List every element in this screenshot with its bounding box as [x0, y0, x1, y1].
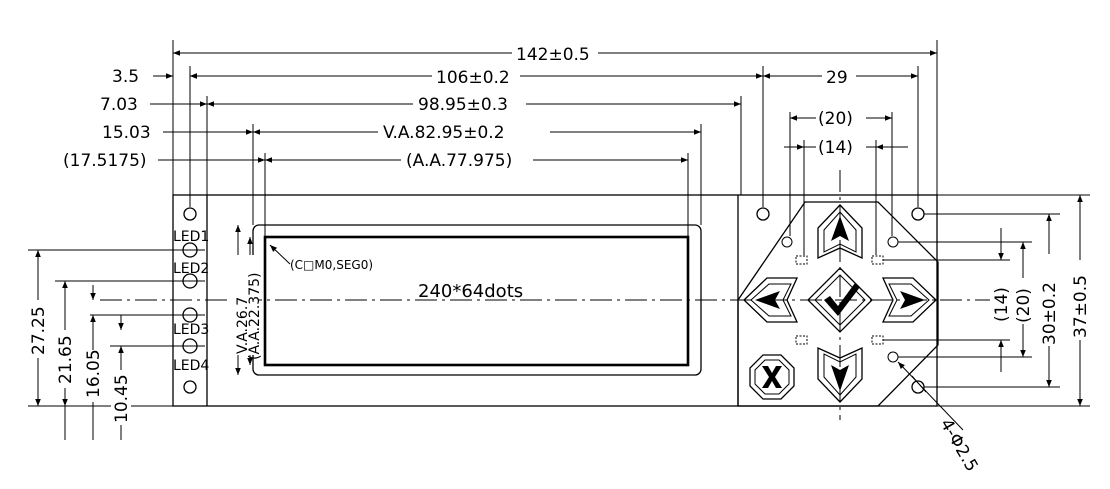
resolution-label: 240*64dots [418, 281, 523, 302]
dim-view-area-width: V.A.82.95±0.2 [383, 123, 505, 143]
dim-offset-va: 15.03 [102, 123, 151, 143]
mount-hole-bottom-left [183, 380, 197, 394]
led4-label: LED4 [173, 358, 209, 374]
top-dimensions: 142±0.5 3.5 106±0.2 7.03 98.95±0.3 15.03… [63, 40, 938, 255]
dim-bezel-width: 98.95±0.3 [418, 95, 508, 115]
keypad-hole-tl [781, 236, 793, 248]
origin-label: (C□M0,SEG0) [290, 258, 373, 272]
keypad-hole-tr [887, 236, 899, 248]
dim-left-h1: 27.25 [29, 306, 49, 355]
dim-active-area-height: (A.A.22.375) [247, 273, 263, 360]
mount-hole-top-left [183, 207, 197, 221]
hole-note: 4-Φ2.5 [897, 361, 982, 476]
dim-overall-width: 142±0.5 [516, 45, 590, 65]
dim-right-h-overall: 37±0.5 [1071, 275, 1091, 338]
dim-right-h-pcb: 30±0.2 [1040, 282, 1060, 345]
led1-label: LED1 [173, 229, 209, 245]
dim-right-h-inner: (14) [992, 287, 1012, 322]
origin-leader [269, 244, 291, 265]
dim-offset-pcb: 3.5 [112, 67, 139, 87]
check-key[interactable] [807, 267, 873, 333]
right-arrow-key[interactable] [881, 277, 937, 323]
dim-key-pitch-inner: (14) [818, 138, 853, 158]
display-height-dimensions: V.A.26.7 (A.A.22.375) [230, 225, 263, 375]
dim-right-h-outer: (20) [1014, 288, 1034, 323]
dim-pcb-width: 106±0.2 [436, 68, 510, 88]
hole-note-label: 4-Φ2.5 [936, 416, 982, 476]
dim-left-h2: 21.65 [56, 335, 76, 384]
led2-label: LED2 [173, 261, 209, 277]
down-arrow-key[interactable] [817, 346, 863, 403]
mount-hole-top-mid [756, 207, 770, 221]
left-dimensions: 27.25 21.65 16.05 10.45 [28, 249, 178, 440]
led3-label: LED3 [173, 322, 209, 338]
led-group: LED1 LED2 LED3 LED4 [173, 229, 209, 374]
dim-left-h3: 16.05 [84, 349, 104, 398]
keypad-panel [737, 201, 939, 407]
dim-keypad-width: 29 [826, 68, 848, 88]
dim-active-area-width: (A.A.77.975) [406, 151, 512, 171]
cancel-key[interactable] [749, 354, 795, 400]
dim-offset-aa: (17.5175) [63, 151, 147, 171]
right-dimensions: (14) (20) 30±0.2 37±0.5 [883, 194, 1091, 407]
left-arrow-key[interactable] [743, 277, 799, 323]
dim-offset-bezel: 7.03 [100, 95, 138, 115]
up-arrow-key[interactable] [817, 204, 863, 260]
dim-view-area-height: V.A.26.7 [235, 297, 251, 354]
keypad-hole-br [887, 351, 899, 363]
dim-left-h4: 10.45 [112, 374, 132, 423]
module-outline [172, 194, 938, 407]
dim-key-pitch-outer: (20) [818, 109, 853, 129]
mount-hole-top-right [911, 207, 925, 221]
